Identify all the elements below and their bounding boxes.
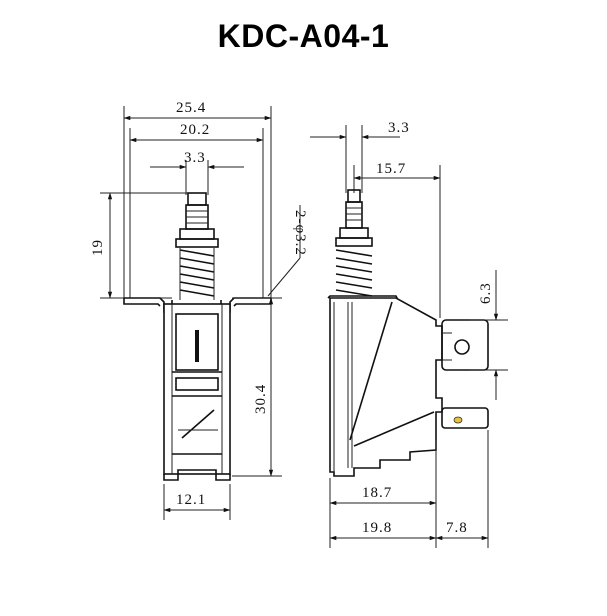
dim-plunger-height: 19 [90, 239, 106, 256]
side-plunger-shaft [345, 201, 363, 229]
dim-total-depth: 19.8 [362, 520, 392, 536]
dim-side-plunger-width: 3.3 [388, 120, 410, 136]
plunger-tip [187, 192, 207, 206]
switch-body [163, 303, 231, 475]
side-ramp [349, 301, 393, 441]
dim-base-width: 12.1 [176, 492, 206, 508]
contact-marker [181, 409, 215, 439]
side-view: 3.3 15.7 [310, 120, 508, 548]
base-feet [163, 469, 231, 481]
bracket-right [233, 298, 272, 307]
leader-line [267, 257, 301, 297]
upper-terminal [441, 319, 489, 371]
dim-plunger-width: 3.3 [184, 150, 206, 166]
diagram-title: KDC-A04-1 [217, 18, 390, 54]
side-plunger-collar [339, 227, 369, 239]
front-view: 25.4 20.2 3.3 19 [90, 100, 308, 520]
plunger-flange [175, 238, 219, 248]
dim-body-depth: 18.7 [362, 485, 392, 501]
dim-overall-width: 25.4 [176, 100, 206, 116]
terminal-hole [454, 339, 470, 355]
solder-dot [453, 416, 463, 424]
dim-bracket-width: 20.2 [180, 122, 210, 138]
side-ramp-lower [353, 411, 435, 447]
dim-body-height: 30.4 [253, 384, 269, 414]
dim-terminal-height: 6.3 [478, 282, 494, 304]
side-plunger-flange [335, 237, 373, 247]
bracket-left [123, 298, 161, 307]
side-body [329, 297, 443, 477]
dim-plunger-offset: 15.7 [376, 161, 406, 177]
spring [179, 248, 215, 300]
dim-terminal-length: 7.8 [446, 520, 468, 536]
front-window [175, 313, 219, 371]
dim-hole-spec: 2-φ3.2 [292, 210, 308, 256]
latch-slot [175, 377, 219, 391]
lower-terminal [441, 407, 489, 429]
side-spring [335, 249, 373, 297]
indicator-bar [195, 330, 199, 362]
plunger-collar [179, 228, 215, 240]
